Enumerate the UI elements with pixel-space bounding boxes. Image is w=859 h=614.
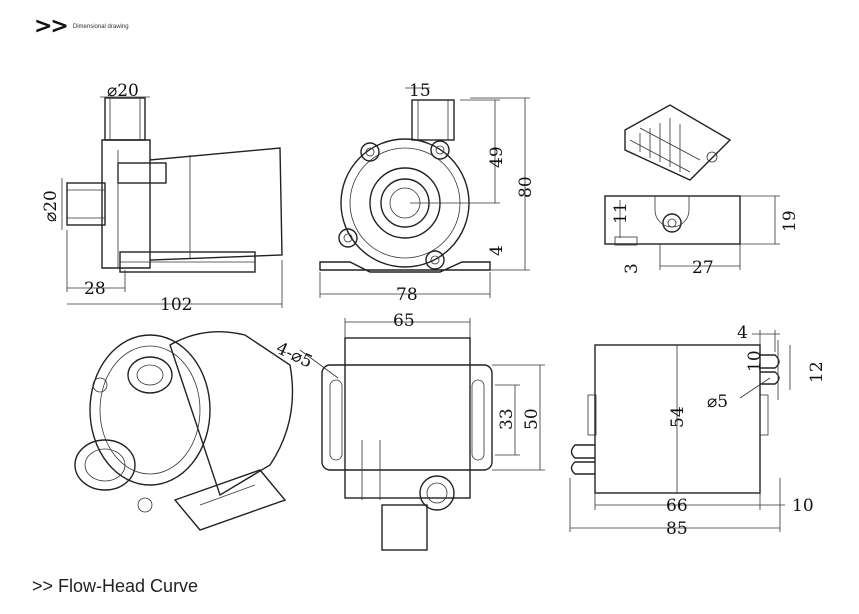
- dim-plate-10b: 10: [792, 496, 814, 516]
- dim-11: 11: [611, 202, 631, 224]
- dim-15: 15: [409, 81, 431, 101]
- side-view: [61, 96, 283, 308]
- flow-head-curve-heading: >> Flow-Head Curve: [32, 576, 199, 596]
- dim-19: 19: [780, 210, 800, 232]
- mount-plate-view: [569, 330, 791, 532]
- double-chevron-icon: >>: [34, 14, 69, 39]
- dim-78: 78: [396, 285, 418, 305]
- dim-65: 65: [393, 311, 415, 331]
- connector-view: [604, 104, 780, 270]
- dim-28: 28: [84, 279, 106, 299]
- section-caption: Dimensional drawing: [72, 23, 129, 30]
- dim-4-phi5: 4-⌀5: [273, 338, 316, 372]
- dim-102: 102: [160, 295, 192, 315]
- isometric-view: [74, 330, 294, 531]
- dim-plate-10: 10: [745, 350, 765, 372]
- dim-plate-66: 66: [666, 496, 688, 516]
- dim-50: 50: [522, 408, 542, 430]
- dim-outlet-diameter: ⌀20: [107, 81, 139, 101]
- dim-plate-54: 54: [668, 406, 688, 428]
- dim-27: 27: [692, 258, 714, 278]
- dim-plate-85: 85: [666, 519, 688, 539]
- dim-3: 3: [622, 263, 642, 274]
- section-header: >> Dimensional drawing: [34, 14, 129, 39]
- dim-49: 49: [487, 146, 507, 168]
- front-view: [319, 87, 530, 298]
- dim-80: 80: [516, 176, 536, 198]
- dim-plate-4: 4: [737, 323, 748, 343]
- dim-plate-12: 12: [807, 361, 827, 383]
- dim-33: 33: [497, 408, 517, 430]
- bottom-view: [299, 318, 545, 551]
- dim-inlet-diameter: ⌀20: [41, 190, 61, 222]
- dim-plate-phi5: ⌀5: [707, 392, 728, 412]
- dim-4: 4: [487, 245, 507, 256]
